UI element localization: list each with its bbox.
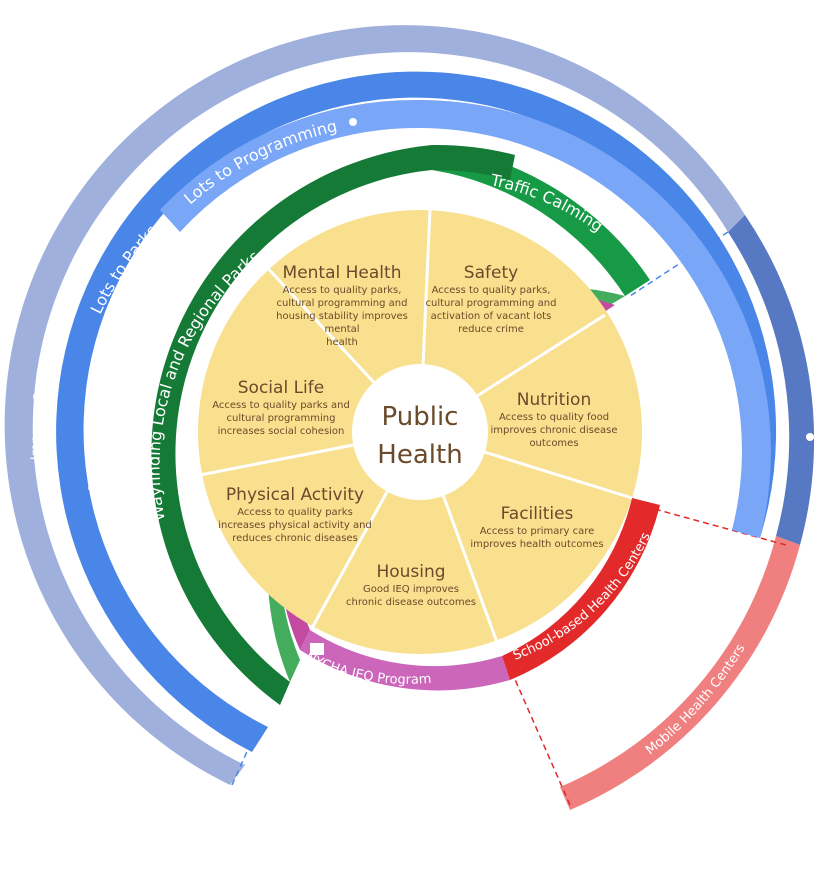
sector-disc	[198, 209, 642, 657]
center-title-line1: Public	[382, 402, 459, 432]
sector-line: increases physical activity and	[218, 520, 372, 531]
sector-title: Mental Health	[283, 263, 402, 283]
sector-mental-health: Mental Health Access to quality parks, c…	[276, 263, 408, 348]
sector-line: reduces chronic diseases	[232, 533, 358, 544]
sector-safety: Safety Access to quality parks, cultural…	[426, 263, 557, 335]
sector-housing: Housing Good IEQ improves chronic diseas…	[346, 562, 476, 608]
sector-line: Access to quality parks and	[212, 400, 350, 411]
sector-line: cultural programming and	[277, 298, 408, 309]
sector-title: Safety	[464, 263, 518, 283]
sector-line: Access to primary care	[480, 526, 595, 537]
center-title-line2: Health	[377, 440, 462, 470]
school-based-ring	[502, 498, 660, 680]
traffic-calming-label: Traffic Calming	[488, 170, 607, 236]
sector-line: Access to quality parks	[237, 507, 353, 518]
sector-line: improves health outcomes	[470, 539, 603, 550]
sector-line: mental	[324, 324, 359, 335]
traffic-calming-ring	[432, 145, 650, 296]
sector-title: Nutrition	[517, 390, 591, 410]
sector-line: cultural programming	[227, 413, 336, 424]
sector-title: Physical Activity	[226, 485, 364, 505]
lots-to-programming-ring	[160, 99, 420, 232]
sector-nutrition: Nutrition Access to quality food improve…	[491, 390, 618, 449]
sector-title: Housing	[376, 562, 445, 582]
sector-facilities: Facilities Access to primary care improv…	[470, 504, 603, 550]
sector-line: improves chronic disease	[491, 425, 618, 436]
sector-social-life: Social Life Access to quality parks and …	[212, 378, 350, 437]
sector-physical-activity: Physical Activity Access to quality park…	[218, 485, 372, 544]
sector-line: Access to quality parks,	[432, 285, 551, 296]
sector-line: health	[326, 337, 358, 348]
bicycle-connections-ring	[151, 145, 432, 705]
sector-line: reduce crime	[458, 324, 524, 335]
sector-line: cultural programming and	[426, 298, 557, 309]
sector-line: increases social cohesion	[218, 426, 345, 437]
nycha-ieq-ring	[300, 630, 510, 691]
healthy-living-hub-ring	[728, 215, 815, 545]
sector-line: Good IEQ improves	[363, 584, 459, 595]
sector-line: outcomes	[529, 438, 578, 449]
sector-title: Social Life	[238, 378, 324, 398]
mobile-health-label: Mobile Health Centers	[643, 641, 748, 758]
sector-line: Access to quality parks,	[283, 285, 402, 296]
sector-line: activation of vacant lots	[431, 311, 552, 322]
sector-line: Access to quality food	[499, 412, 609, 423]
building-icon	[310, 206, 356, 655]
person-icon	[151, 118, 814, 441]
sector-line: housing stability improves	[276, 311, 408, 322]
sector-title: Facilities	[501, 504, 574, 524]
mobile-health-ring	[560, 536, 800, 810]
sector-line: chronic disease outcomes	[346, 597, 476, 608]
